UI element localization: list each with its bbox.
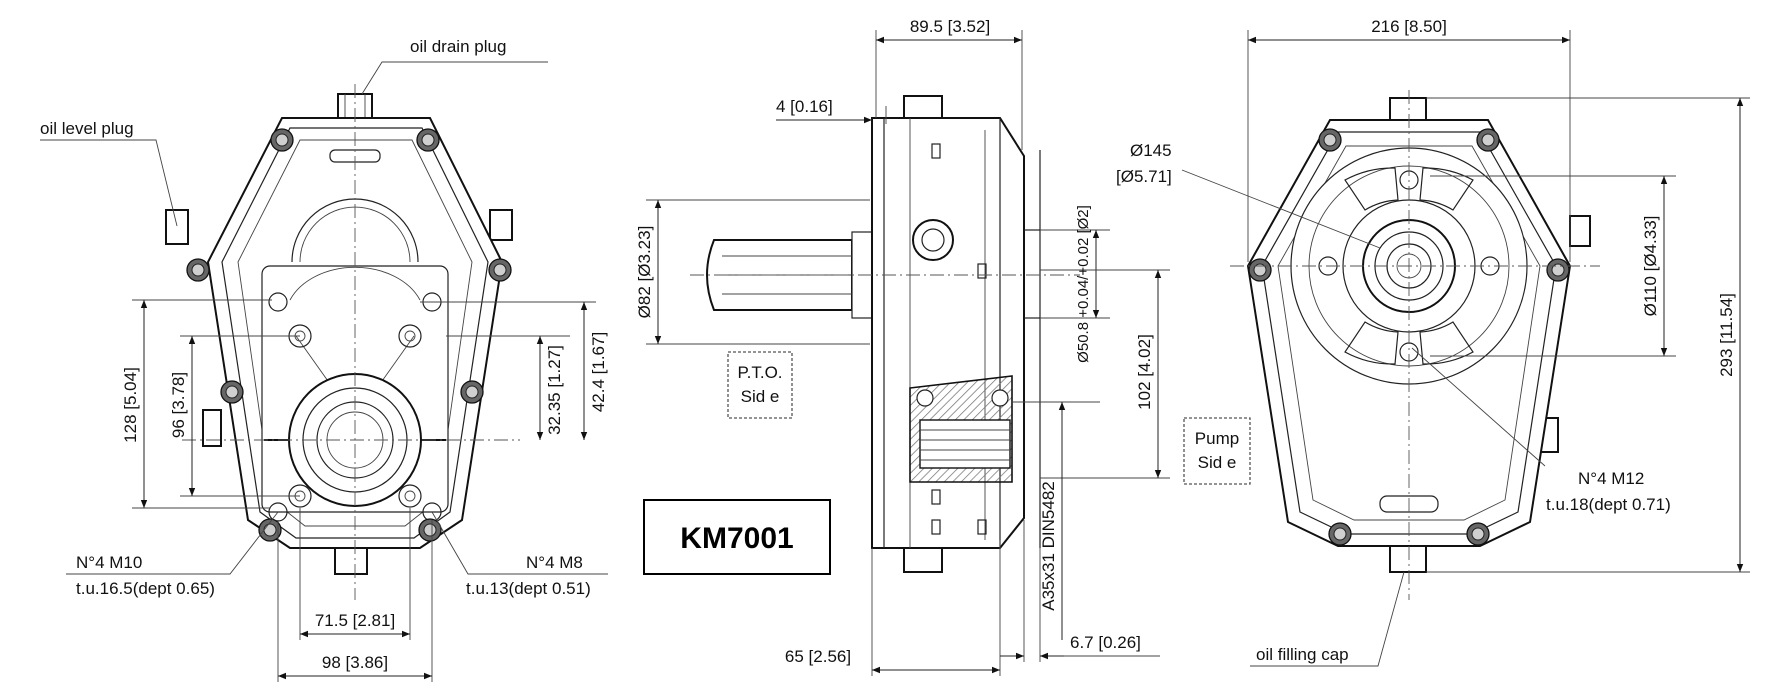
model-title: KM7001: [680, 522, 793, 555]
side-dimensions: [646, 30, 1170, 676]
front-view: oil drain plug oil level plug 128 [5.04]…: [40, 37, 608, 682]
dim-293-label: 293 [11.54]: [1717, 293, 1736, 377]
dim-216-label: 216 [8.50]: [1371, 17, 1447, 36]
dim-98-label: 98 [3.86]: [322, 653, 388, 672]
dim-145-label-a: Ø145: [1130, 141, 1172, 160]
dim-32-35-label: 32.35 [1.27]: [545, 345, 564, 435]
dim-110-label: Ø110 [Ø4.33]: [1641, 216, 1660, 317]
pump-side-box: Pump Sid e: [1183, 417, 1251, 485]
dim-82-label: Ø82 [Ø3.23]: [635, 226, 654, 319]
spline-label: A35x31 DIN5482: [1039, 481, 1058, 610]
m8-label-line2: t.u.13(dept 0.51): [466, 579, 591, 598]
m10-label-line1: N°4 M10: [76, 553, 142, 572]
oil-level-plug-label: oil level plug: [40, 119, 134, 138]
dim-96-label: 96 [3.78]: [169, 372, 188, 438]
front-bolts: [186, 128, 512, 542]
pto-side-line1: P.T.O.: [737, 363, 782, 382]
dim-145-label-b: [Ø5.71]: [1116, 167, 1172, 186]
level-plug-shape: [165, 209, 189, 245]
oil-filling-cap-label: oil filling cap: [1256, 645, 1349, 664]
section-cut: [909, 375, 1013, 483]
side-view: 89.5 [3.52] 4 [0.16] Ø82 [Ø3.23] Ø50.8 +…: [635, 17, 1170, 676]
oil-drain-plug-label: oil drain plug: [410, 37, 506, 56]
title-box: KM7001: [643, 499, 831, 575]
pto-side-box: P.T.O. Sid e: [727, 351, 793, 419]
dim-42-4-label: 42.4 [1.67]: [589, 332, 608, 412]
dim-128-label: 128 [5.04]: [121, 367, 140, 443]
m12-label-line1: N°4 M12: [1578, 469, 1644, 488]
rear-bolts: [1248, 128, 1570, 546]
m8-label-line1: N°4 M8: [526, 553, 583, 572]
dim-71-5-label: 71.5 [2.81]: [315, 611, 395, 630]
dim-65-label: 65 [2.56]: [785, 647, 851, 666]
m12-label-line2: t.u.18(dept 0.71): [1546, 495, 1671, 514]
dim-50-8-label: Ø50.8 +0.04/+0.02 [Ø2]: [1075, 205, 1092, 363]
m10-label-line2: t.u.16.5(dept 0.65): [76, 579, 215, 598]
pump-side-line1: Pump: [1195, 429, 1239, 448]
dim-102-label: 102 [4.02]: [1135, 334, 1154, 410]
pump-side-line2: Sid e: [1198, 453, 1237, 472]
dim-4-label: 4 [0.16]: [776, 97, 833, 116]
pto-side-line2: Sid e: [741, 387, 780, 406]
rear-dimensions: [1247, 30, 1750, 573]
side-housing: [871, 117, 1025, 549]
rear-view: 216 [8.50] Ø145 [Ø5.71] Ø110 [Ø4.33] 293…: [1116, 17, 1750, 667]
dim-6-7-label: 6.7 [0.26]: [1070, 633, 1141, 652]
front-dimensions: [132, 299, 596, 682]
dim-89-5-label: 89.5 [3.52]: [910, 17, 990, 36]
